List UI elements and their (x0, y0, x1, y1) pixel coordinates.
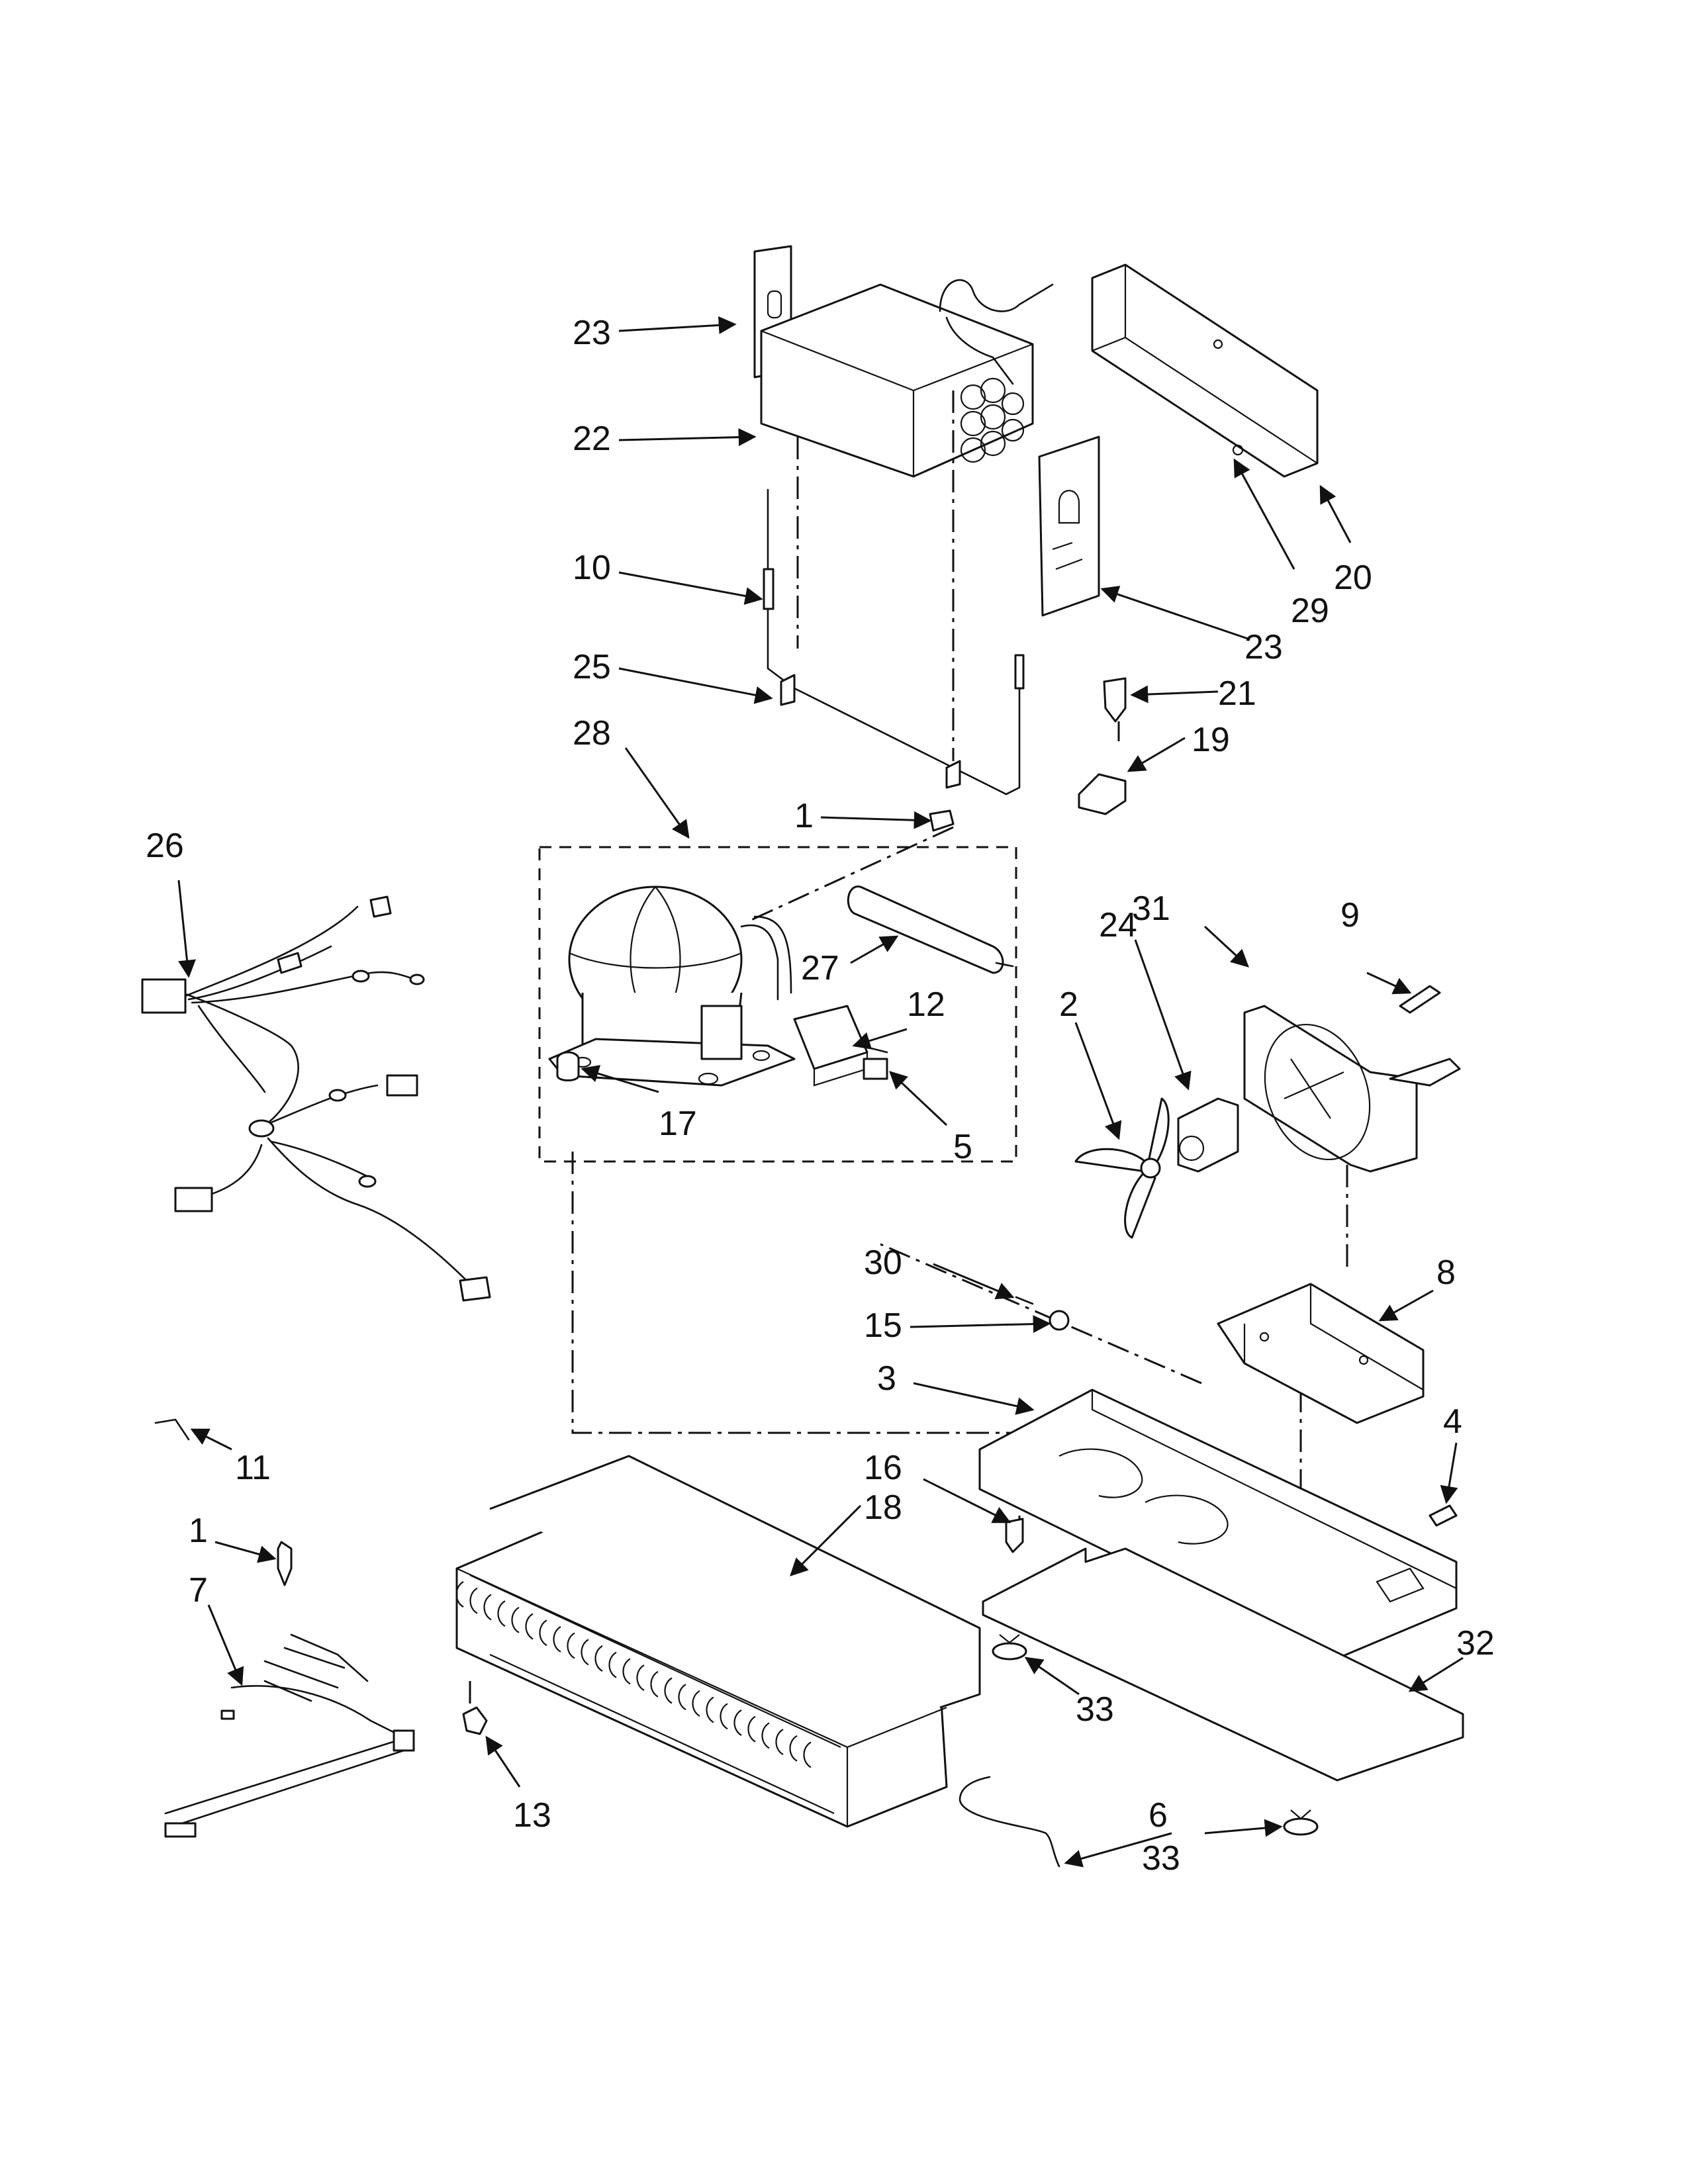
foot-33b (1283, 1809, 1319, 1836)
callout-13: 13 (513, 1796, 551, 1835)
grommet (556, 1051, 580, 1081)
condenser-loop (497, 1600, 506, 1627)
evaporator-assembly (753, 245, 1100, 617)
clip-13 (462, 1706, 488, 1735)
screw-21 (1103, 677, 1127, 723)
compressor (548, 886, 796, 1087)
callout-17: 17 (659, 1105, 697, 1143)
callout-16: 16 (864, 1449, 902, 1487)
callout-30: 30 (864, 1244, 902, 1282)
callout-31: 31 (1132, 889, 1170, 928)
callout-2: 2 (1059, 985, 1078, 1024)
condenser-loop (761, 1722, 770, 1749)
screw-1-top (929, 809, 955, 832)
leader-lines (177, 316, 1464, 1868)
grommet-15 (1049, 1310, 1070, 1331)
condenser-loop (455, 1581, 464, 1608)
defrost-heater (763, 488, 1025, 796)
wire-6 (959, 1776, 1060, 1868)
compressor-kit-outline (538, 846, 1017, 1163)
condenser-loop (553, 1625, 561, 1653)
callout-24: 24 (1099, 906, 1137, 944)
condenser-loop (539, 1619, 547, 1647)
power-cord-harness (164, 1541, 415, 1838)
callout-11: 11 (235, 1449, 271, 1487)
callout-18: 18 (864, 1488, 902, 1527)
filter-drier (847, 886, 1014, 974)
foot-33a (992, 1634, 1027, 1661)
callout-28: 28 (573, 714, 611, 752)
pin-30 (1015, 1296, 1034, 1305)
wiring-harness (141, 895, 491, 1302)
shroud-bracket (1217, 1283, 1425, 1424)
condenser-loop (483, 1594, 492, 1621)
condenser-loop (692, 1690, 700, 1717)
condenser-loop (733, 1709, 742, 1736)
machine-compartment-base (978, 1388, 1458, 1662)
condenser-loop (678, 1684, 686, 1711)
condenser-loop (664, 1677, 673, 1704)
callout-8: 8 (1436, 1253, 1456, 1292)
callout-26: 26 (146, 827, 184, 865)
callout-19: 19 (1192, 721, 1230, 759)
condenser-loop (636, 1664, 645, 1692)
callout-10: 10 (573, 549, 611, 587)
condenser-loop (720, 1703, 728, 1730)
callout-27: 27 (801, 949, 839, 987)
callout-20: 20 (1334, 559, 1372, 597)
callout-21: 21 (1218, 674, 1256, 713)
condenser-loop (511, 1606, 520, 1633)
screw-4 (1429, 1504, 1458, 1527)
condenser-loop (581, 1639, 589, 1666)
fan-shroud (1243, 1005, 1461, 1173)
condenser-loop (608, 1651, 617, 1678)
callout-3: 3 (877, 1359, 896, 1398)
bracket-19 (1078, 773, 1127, 815)
callout-32: 32 (1456, 1624, 1495, 1662)
callout-29: 29 (1291, 592, 1329, 630)
callout-23b: 23 (1244, 628, 1283, 666)
callout-23a: 23 (573, 314, 611, 352)
condenser-fan-blade (1074, 1097, 1170, 1239)
screw-9 (1399, 985, 1441, 1014)
condenser-loop (594, 1645, 603, 1672)
callout-4: 4 (1443, 1402, 1462, 1441)
callout-1b: 1 (189, 1512, 208, 1550)
overload (863, 1058, 888, 1080)
callout-6: 6 (1149, 1796, 1168, 1835)
condenser-loop (775, 1729, 784, 1756)
callout-33b: 33 (1142, 1839, 1180, 1878)
condenser-loop (469, 1587, 478, 1614)
condenser-loop (706, 1696, 714, 1723)
callout-25: 25 (573, 648, 611, 686)
callout-7: 7 (189, 1571, 208, 1610)
callout-5: 5 (953, 1128, 972, 1166)
callout-15: 15 (864, 1306, 902, 1345)
callout-1a: 1 (794, 797, 814, 835)
condenser-loop (789, 1735, 798, 1762)
condenser-fan-motor (1177, 1097, 1239, 1173)
condenser-loop (622, 1658, 631, 1685)
condenser-loop (747, 1715, 756, 1743)
screw-16 (1005, 1518, 1024, 1553)
callout-22: 22 (573, 420, 611, 458)
condenser-loop (567, 1632, 575, 1659)
drain-pan (982, 1547, 1464, 1782)
condenser-coil (455, 1455, 981, 1828)
callout-labels: 23 22 10 25 28 23 20 29 21 19 1 27 12 17… (146, 314, 1495, 1878)
duct-cover (1091, 263, 1319, 478)
start-relay (793, 1005, 888, 1087)
callout-9: 9 (1340, 896, 1360, 934)
condenser-loop (525, 1613, 534, 1640)
callout-12: 12 (907, 985, 945, 1024)
condenser-loop (650, 1670, 659, 1698)
callout-33a: 33 (1076, 1690, 1114, 1729)
clip-11 (154, 1418, 190, 1441)
condenser-loop (803, 1741, 812, 1768)
